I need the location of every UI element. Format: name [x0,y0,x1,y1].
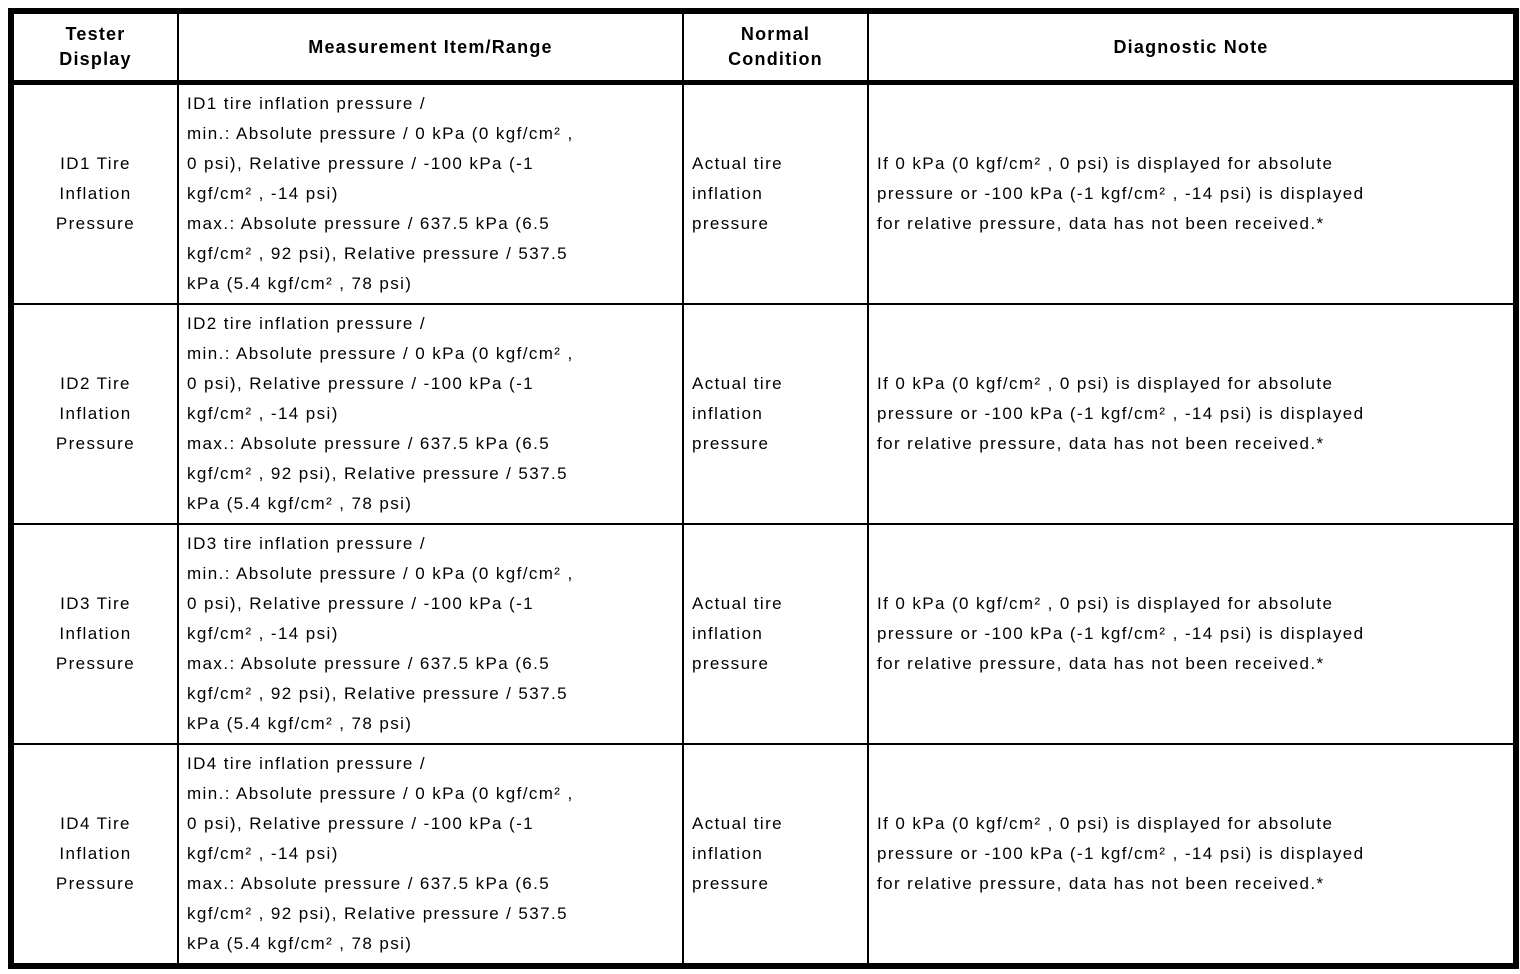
table-row-id2: ID2 Tire Inflation Pressure ID2 tire inf… [10,303,1517,525]
cell-diagnostic-note: If 0 kPa (0 kgf/cm² , 0 psi) is displaye… [867,523,1517,745]
cell-tester-display: ID1 Tire Inflation Pressure [10,81,179,305]
col-header-diagnostic-note: Diagnostic Note [867,10,1517,85]
cell-normal-condition: Actual tire inflation pressure [682,743,869,967]
cell-diagnostic-note: If 0 kPa (0 kgf/cm² , 0 psi) is displaye… [867,303,1517,525]
cell-measurement-item-range: ID4 tire inflation pressure / min.: Abso… [177,743,684,967]
cell-tester-display: ID4 Tire Inflation Pressure [10,743,179,967]
table-row-id1: ID1 Tire Inflation Pressure ID1 tire inf… [10,81,1517,305]
col-header-measurement-item-range: Measurement Item/Range [177,10,684,85]
cell-diagnostic-note: If 0 kPa (0 kgf/cm² , 0 psi) is displaye… [867,743,1517,967]
cell-measurement-item-range: ID1 tire inflation pressure / min.: Abso… [177,81,684,305]
cell-diagnostic-note: If 0 kPa (0 kgf/cm² , 0 psi) is displaye… [867,81,1517,305]
table-row-id3: ID3 Tire Inflation Pressure ID3 tire inf… [10,523,1517,745]
diagnostic-table: Tester Display Measurement Item/Range No… [8,8,1519,969]
cell-normal-condition: Actual tire inflation pressure [682,303,869,525]
cell-normal-condition: Actual tire inflation pressure [682,523,869,745]
cell-tester-display: ID3 Tire Inflation Pressure [10,523,179,745]
cell-measurement-item-range: ID3 tire inflation pressure / min.: Abso… [177,523,684,745]
document-page: Tester Display Measurement Item/Range No… [8,8,1519,969]
cell-measurement-item-range: ID2 tire inflation pressure / min.: Abso… [177,303,684,525]
cell-tester-display: ID2 Tire Inflation Pressure [10,303,179,525]
table-header-row: Tester Display Measurement Item/Range No… [10,10,1517,85]
cell-normal-condition: Actual tire inflation pressure [682,81,869,305]
table-row-id4: ID4 Tire Inflation Pressure ID4 tire inf… [10,743,1517,967]
col-header-tester-display: Tester Display [10,10,179,85]
col-header-normal-condition: Normal Condition [682,10,869,85]
